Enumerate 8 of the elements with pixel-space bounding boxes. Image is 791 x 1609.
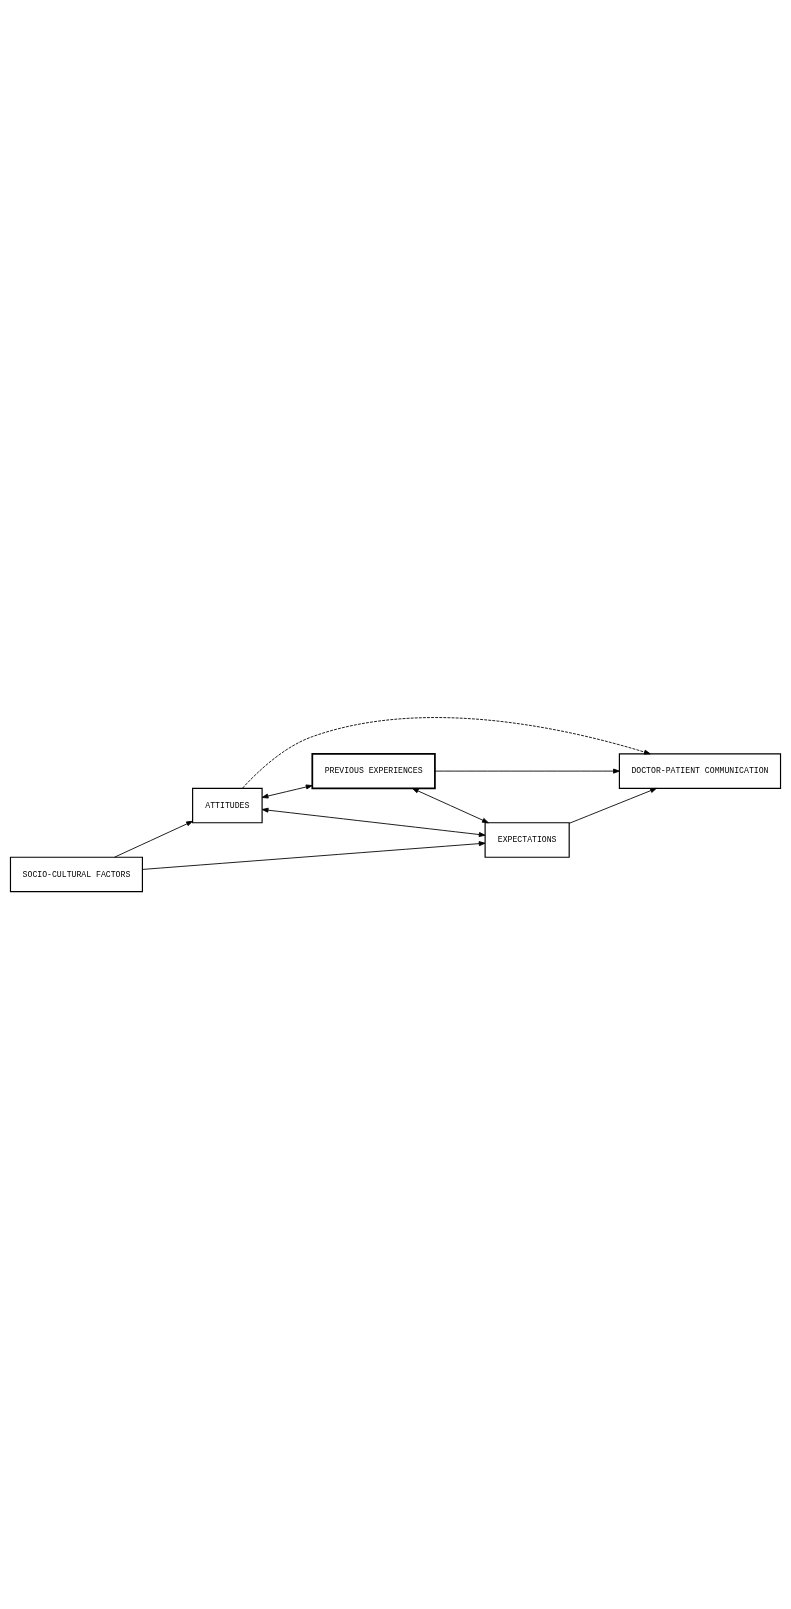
arrow bbox=[412, 787, 489, 824]
arrow bbox=[114, 820, 193, 858]
arrow bbox=[434, 768, 620, 774]
arrow bbox=[261, 807, 486, 838]
arrow bbox=[142, 841, 486, 870]
arrow bbox=[242, 717, 651, 789]
arrow bbox=[568, 787, 657, 824]
arrow bbox=[261, 784, 313, 799]
